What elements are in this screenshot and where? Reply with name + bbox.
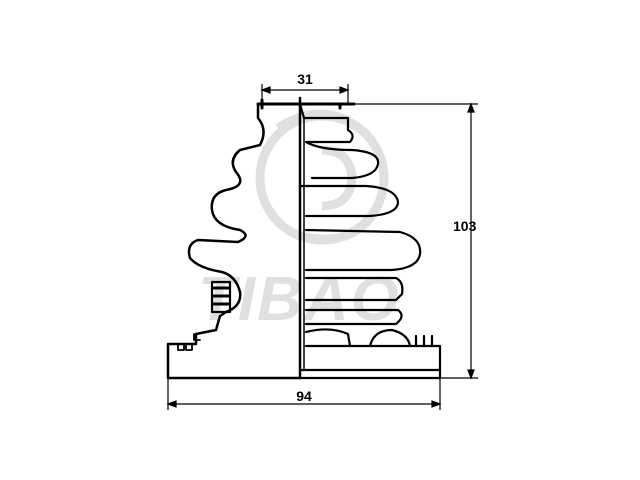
- dimension-height-label: 103: [453, 218, 477, 234]
- dimension-bottom-label: 94: [296, 388, 312, 404]
- top-flange: [256, 98, 356, 110]
- boot-ribs-left: [177, 333, 201, 351]
- clamp-detail-left: [210, 280, 232, 314]
- dimension-height: [354, 102, 478, 380]
- dimension-top-label: 31: [297, 71, 313, 87]
- dimension-bottom: [166, 378, 442, 410]
- boot-inner-section: [298, 102, 442, 380]
- logo-swirl-icon: [255, 109, 389, 245]
- dimension-top: [260, 84, 350, 104]
- boot-outer-profile: [166, 102, 302, 380]
